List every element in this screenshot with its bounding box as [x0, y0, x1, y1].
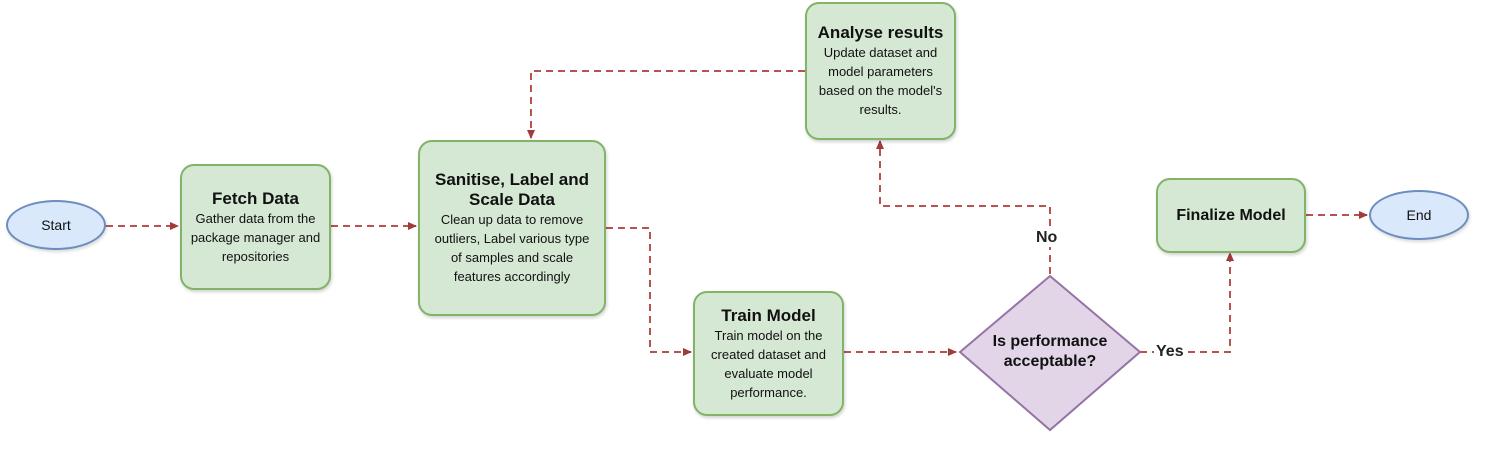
sanitise-data-title: Sanitise, Label and Scale Data — [435, 170, 589, 209]
edge-label-no: No — [1034, 229, 1060, 247]
train-model-node: Train Model Train model on the created d… — [693, 291, 844, 416]
fetch-data-title: Fetch Data — [212, 188, 299, 208]
start-terminal: Start — [6, 200, 106, 250]
fetch-data-node: Fetch Data Gather data from the package … — [180, 164, 331, 290]
arrow-decision-to-analyse — [876, 140, 1051, 274]
decision-label: Is performance acceptable? — [992, 333, 1108, 370]
edge-label-yes: Yes — [1154, 343, 1186, 361]
analyse-results-node: Analyse results Update dataset and model… — [805, 2, 956, 140]
arrow-sanitise-to-train — [606, 227, 692, 356]
arrow-decision-to-finalize — [1140, 252, 1234, 353]
analyse-results-description: Update dataset and model parameters base… — [818, 45, 943, 117]
train-model-description: Train model on the created dataset and e… — [711, 327, 826, 400]
sanitise-data-description: Clean up data to remove outliers, Label … — [434, 212, 590, 284]
fetch-data-description: Gather data from the package manager and… — [190, 210, 321, 264]
sanitise-data-node: Sanitise, Label and Scale Data Clean up … — [418, 140, 606, 316]
arrow-analyse-to-sanitise — [527, 70, 805, 139]
start-label: Start — [41, 217, 71, 233]
finalize-model-node: Finalize Model — [1156, 178, 1306, 253]
end-terminal: End — [1369, 190, 1469, 240]
train-model-title: Train Model — [721, 305, 816, 325]
end-label: End — [1406, 207, 1432, 223]
decision-diamond-shape — [958, 274, 1142, 432]
analyse-results-title: Analyse results — [817, 23, 944, 42]
finalize-model-title: Finalize Model — [1176, 206, 1286, 224]
